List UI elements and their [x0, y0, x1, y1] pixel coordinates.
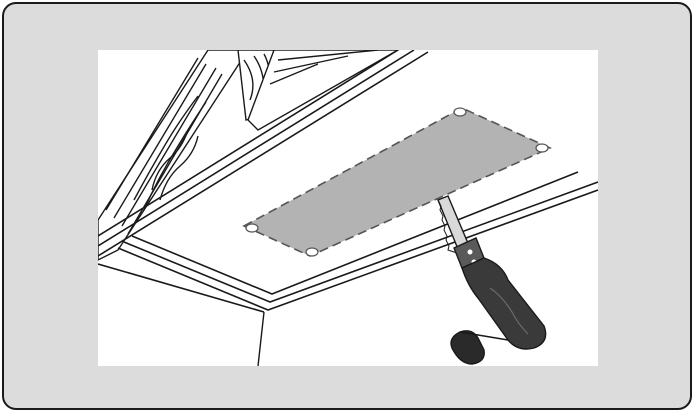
drywall-cutout	[244, 108, 550, 256]
illustration-panel	[98, 50, 598, 366]
wall-corner	[258, 312, 264, 366]
illustration-frame	[2, 2, 692, 410]
ceiling-cutout-illustration	[98, 50, 598, 366]
